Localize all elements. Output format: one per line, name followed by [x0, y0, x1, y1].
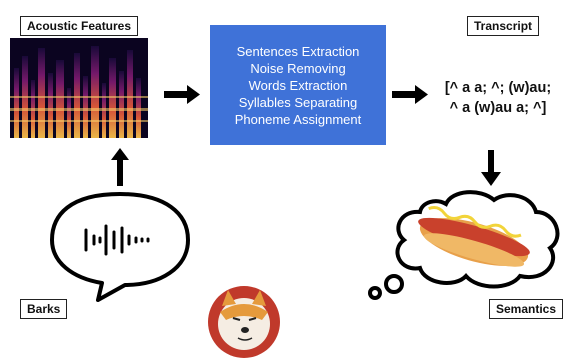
step-phoneme-assignment: Phoneme Assignment [234, 111, 362, 127]
transcript-text: [^ a a; ^; (w)au; ^ a (w)au a; ^] [418, 78, 576, 118]
spectrogram-image [10, 38, 148, 138]
acoustic-features-label: Acoustic Features [20, 16, 139, 36]
step-noise-removing: Noise Removing [250, 60, 346, 76]
dog-avatar-icon [208, 286, 280, 358]
transcript-label: Transcript [467, 16, 540, 36]
semantics-label: Semantics [489, 299, 564, 319]
arrow-down [481, 150, 501, 186]
step-sentences-extraction: Sentences Extraction [236, 43, 360, 59]
arrow-right-2 [392, 85, 428, 104]
speech-bubble [50, 192, 190, 302]
transcript-line-1: [^ a a; ^; (w)au; [444, 80, 552, 96]
arrow-up [111, 148, 129, 186]
hotdog-icon [418, 206, 530, 267]
arrow-right-1 [164, 85, 200, 104]
waveform-icon [84, 224, 150, 256]
barks-label: Barks [20, 299, 68, 319]
processing-steps-box: Sentences Extraction Noise Removing Word… [210, 25, 386, 145]
step-syllables-separating: Syllables Separating [238, 94, 358, 110]
step-words-extraction: Words Extraction [248, 77, 348, 93]
transcript-line-2: ^ a (w)au a; ^] [449, 100, 547, 116]
